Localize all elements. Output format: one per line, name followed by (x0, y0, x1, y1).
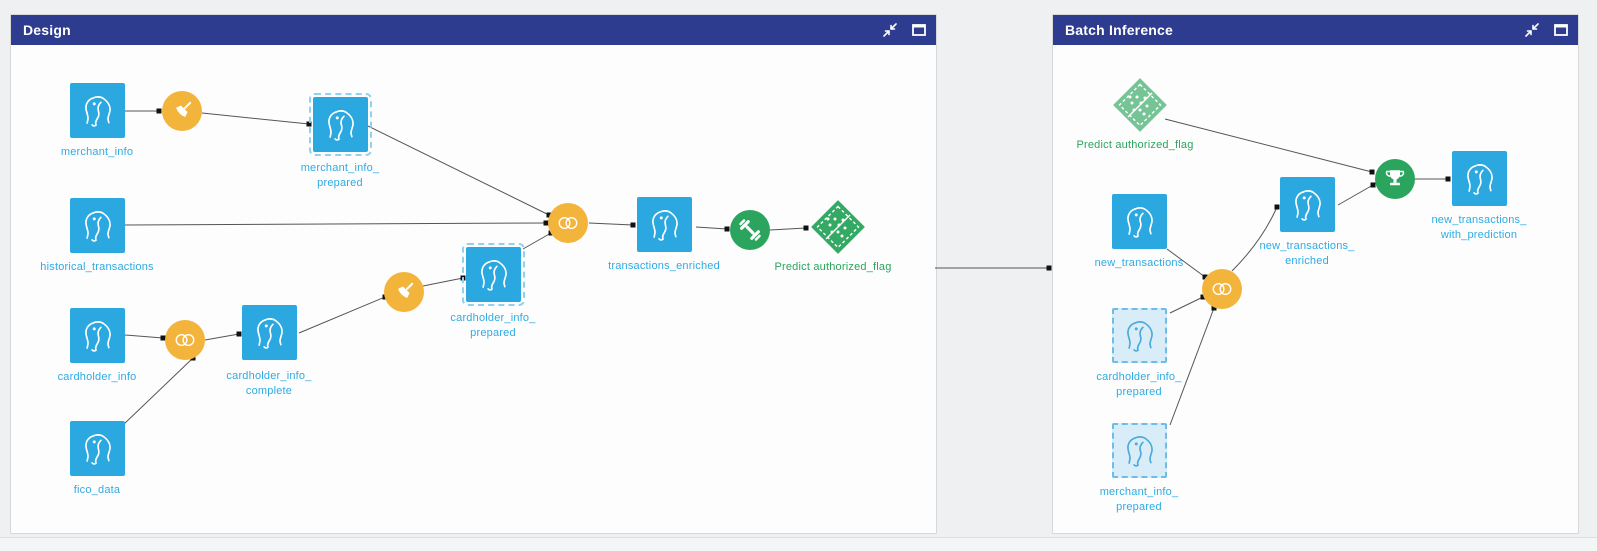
node-label: cardholder_info_ complete (226, 370, 312, 397)
prediction-model-icon (1111, 76, 1169, 134)
batch-inference-panel: Batch Inference Predict authorized_flag (1052, 14, 1579, 534)
postgres-dataset-icon (70, 308, 125, 363)
postgres-dataset-icon (70, 421, 125, 476)
node-label: new_transactions_ enriched (1259, 240, 1355, 267)
postgres-dataset-icon (1112, 423, 1167, 478)
prediction-model-icon (809, 198, 867, 256)
node-transactions-enriched[interactable] (637, 197, 692, 252)
postgres-dataset-icon (1112, 308, 1167, 363)
node-fico-data[interactable] (70, 421, 125, 476)
node-merchant-info[interactable] (70, 83, 125, 138)
recipe-join-new-transactions[interactable] (1202, 269, 1242, 309)
recipe-prepare-merchant[interactable] (162, 91, 202, 131)
node-historical-transactions[interactable] (70, 198, 125, 253)
node-label: merchant_info_ prepared (1099, 486, 1179, 513)
maximize-icon[interactable] (1554, 23, 1568, 37)
panel-connector-edge (935, 265, 1052, 271)
postgres-dataset-icon (309, 93, 372, 156)
recipe-join-cardholder[interactable] (165, 320, 205, 360)
node-label: merchant_info (60, 146, 134, 158)
node-cardholder-info-complete[interactable] (242, 305, 297, 360)
node-label: cardholder_info_ prepared (450, 312, 536, 339)
node-label: fico_data (73, 484, 121, 496)
design-panel-header: Design (11, 15, 936, 45)
recipe-score-model[interactable] (1375, 159, 1415, 199)
node-new-transactions-enriched[interactable] (1280, 177, 1335, 232)
node-label: cardholder_info (57, 371, 137, 383)
postgres-dataset-icon (70, 198, 125, 253)
postgres-dataset-icon (1280, 177, 1335, 232)
maximize-icon[interactable] (912, 23, 926, 37)
node-label: new_transactions_ with_prediction (1431, 214, 1527, 241)
node-cardholder-info-prepared[interactable] (462, 243, 525, 306)
postgres-dataset-icon (462, 243, 525, 306)
node-prediction-model[interactable] (1111, 76, 1169, 134)
node-new-transactions[interactable] (1112, 194, 1167, 249)
recipe-prepare-cardholder[interactable] (384, 272, 424, 312)
recipe-join-transactions[interactable] (548, 203, 588, 243)
batch-flow-canvas: Predict authorized_flag new_transactions… (1053, 45, 1578, 533)
recipe-train-model[interactable] (730, 210, 770, 250)
node-new-transactions-with-prediction[interactable] (1452, 151, 1507, 206)
node-prediction-model[interactable] (809, 198, 867, 256)
node-merchant-info-prepared[interactable] (1112, 423, 1167, 478)
postgres-dataset-icon (637, 197, 692, 252)
batch-inference-panel-header: Batch Inference (1053, 15, 1578, 45)
postgres-dataset-icon (70, 83, 125, 138)
postgres-dataset-icon (1452, 151, 1507, 206)
node-cardholder-info[interactable] (70, 308, 125, 363)
panel-title: Batch Inference (1065, 22, 1174, 38)
postgres-dataset-icon (242, 305, 297, 360)
join-circles-icon (1202, 269, 1242, 309)
node-label: cardholder_info_ prepared (1096, 371, 1182, 398)
node-cardholder-info-prepared[interactable] (1112, 308, 1167, 363)
broom-icon (162, 91, 202, 131)
broom-icon (384, 272, 424, 312)
join-circles-icon (548, 203, 588, 243)
collapse-icon[interactable] (883, 23, 897, 37)
node-label: transactions_enriched (608, 260, 720, 272)
panel-title: Design (23, 22, 71, 38)
page-bottom-scroll-track[interactable] (0, 537, 1597, 551)
trophy-icon (1375, 159, 1415, 199)
postgres-dataset-icon (1112, 194, 1167, 249)
join-circles-icon (165, 320, 205, 360)
node-label: Predict authorized_flag (1076, 139, 1194, 151)
design-flow-canvas: merchant_info merchant_info_ prepared hi… (11, 45, 936, 533)
node-label: historical_transactions (40, 261, 154, 273)
design-panel: Design (10, 14, 937, 534)
collapse-icon[interactable] (1525, 23, 1539, 37)
node-label: merchant_info_ prepared (300, 162, 380, 189)
dumbbell-icon (730, 210, 770, 250)
node-merchant-info-prepared[interactable] (309, 93, 372, 156)
node-label: Predict authorized_flag (774, 261, 892, 273)
node-label: new_transactions (1094, 257, 1184, 269)
